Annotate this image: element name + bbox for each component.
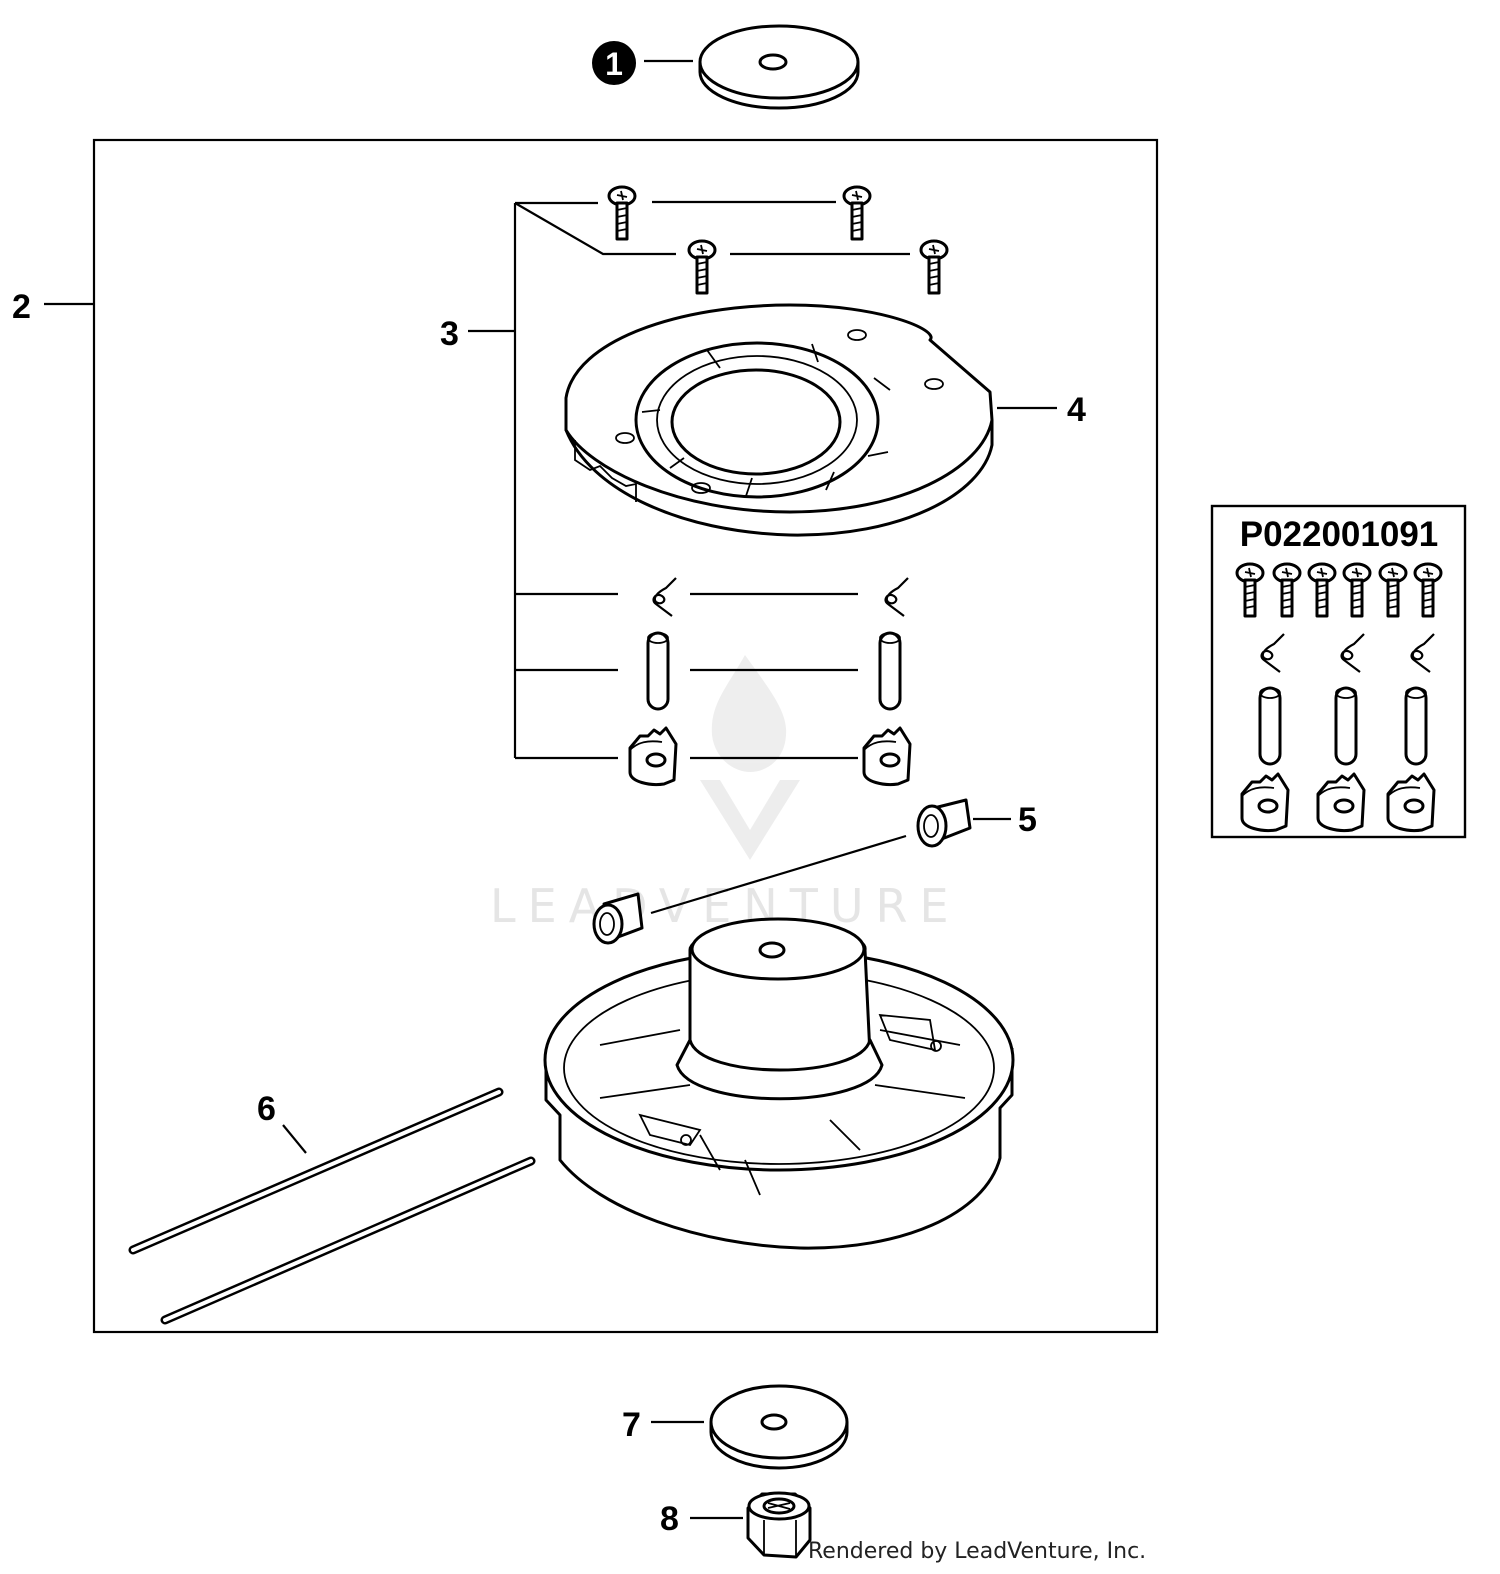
callout-marker-1 [592, 41, 636, 85]
screw-icon [1235, 562, 1265, 618]
pin-icon [878, 631, 902, 711]
cam-icon [628, 726, 678, 786]
bracket-3 [513, 200, 910, 760]
trimmer-lines [128, 1087, 536, 1325]
kit-part-number: P022001091 [1240, 515, 1439, 554]
screw-icon [1378, 562, 1408, 618]
repair-kit-box [1210, 504, 1467, 839]
spring-icon [884, 576, 910, 618]
kit-contents [1235, 562, 1443, 832]
screw-icon [1413, 562, 1443, 618]
pin-icon [646, 631, 670, 711]
bushing-lower [592, 892, 644, 945]
assembly-box [92, 138, 1159, 1334]
callout-label-2: 2 [12, 288, 31, 326]
callout-label-4: 4 [1067, 391, 1086, 429]
hex-nut [746, 1491, 812, 1559]
leader-line-6 [282, 1124, 307, 1154]
callout-label-6: 6 [257, 1090, 276, 1128]
bushing-axis-line [650, 834, 907, 915]
cam-icon [1240, 772, 1290, 832]
callout-label-7: 7 [622, 1406, 641, 1444]
render-credit: Rendered by LeadVenture, Inc. [808, 1539, 1146, 1564]
screw-icon [1342, 562, 1372, 618]
callout-label-3: 3 [440, 315, 459, 353]
screw-icon [607, 185, 637, 241]
watermark-text: LEADVENTURE [490, 879, 961, 933]
washer-bottom [709, 1384, 849, 1470]
callout-label-1: 1 [605, 46, 623, 82]
spring-icon [1340, 632, 1366, 674]
cam-icon [1386, 772, 1436, 832]
screw-icon [1307, 562, 1337, 618]
spool-housing [543, 917, 1015, 1250]
spring-icon [1260, 632, 1286, 674]
spring-icon [652, 576, 678, 618]
callout-label-8: 8 [660, 1500, 679, 1538]
spring-icon [1410, 632, 1436, 674]
screw-icon [919, 239, 949, 295]
spool-cover [564, 303, 994, 537]
screw-icon [687, 239, 717, 295]
cam-icon [1316, 772, 1366, 832]
cam-icon [862, 726, 912, 786]
pin-icon [1334, 686, 1358, 766]
screw-icon [842, 185, 872, 241]
pin-icon [1258, 686, 1282, 766]
callout-label-5: 5 [1018, 801, 1037, 839]
screw-icon [1272, 562, 1302, 618]
watermark: LEADVENTURE [490, 655, 961, 933]
bushing-upper [916, 798, 972, 848]
washer-top [698, 24, 860, 110]
pin-icon [1404, 686, 1428, 766]
